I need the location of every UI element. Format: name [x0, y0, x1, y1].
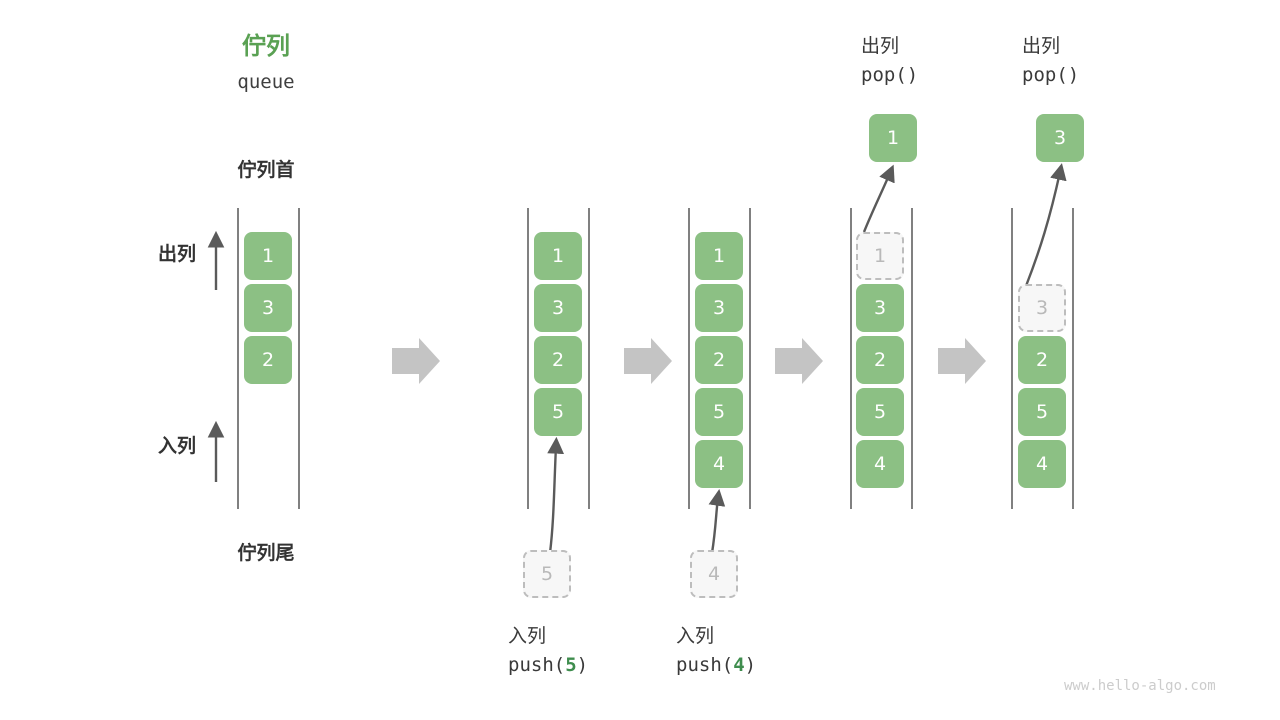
queue-cell: 2: [244, 336, 292, 384]
removed-element-ghost: 3: [1018, 284, 1066, 332]
pop-1-caption: 出列 pop(): [861, 32, 918, 91]
pop-3-caption-code: pop(): [1022, 64, 1080, 87]
queue-tail-label: 佇列尾: [237, 542, 295, 564]
queue-cell: 1: [695, 232, 743, 280]
queue-cell: 5: [534, 388, 582, 436]
queue-cell: 2: [1018, 336, 1066, 384]
queue-cell: 3: [856, 284, 904, 332]
incoming-element-ghost: 4: [690, 550, 738, 598]
push-4-caption-cn: 入列: [676, 625, 715, 647]
push-arrows: [547, 436, 726, 554]
queue-cell: 5: [1018, 388, 1066, 436]
queue-cell: 5: [695, 388, 743, 436]
pop-1-caption-code: pop(): [861, 64, 919, 87]
dequeue-direction-label: 出列: [157, 243, 196, 265]
push-4-caption: 入列 push(4): [676, 622, 756, 681]
pop-3-caption: 出列 pop(): [1022, 32, 1079, 91]
queue-cell: 4: [695, 440, 743, 488]
queue-cell: 3: [244, 284, 292, 332]
queue-cell: 1: [534, 232, 582, 280]
queue-head-label: 佇列首: [237, 159, 295, 181]
push-5-code-arg: 5: [565, 654, 577, 677]
pop-3-caption-cn: 出列: [1022, 35, 1061, 57]
pop-1-caption-cn: 出列: [861, 35, 900, 57]
push-5-caption-code: push(5): [508, 651, 588, 680]
page-title-cn: 佇列: [242, 32, 290, 60]
removed-element-ghost: 1: [856, 232, 904, 280]
push-4-caption-code: push(4): [676, 651, 756, 680]
push-5-code-suffix: ): [576, 654, 589, 677]
push-4-code-prefix: push(: [676, 654, 734, 677]
queue-cell: 2: [534, 336, 582, 384]
push-4-code-arg: 4: [733, 654, 745, 677]
page-title-en: queue: [237, 71, 295, 93]
queue-cell: 2: [695, 336, 743, 384]
popped-element: 1: [869, 114, 917, 162]
queue-cell: 3: [695, 284, 743, 332]
popped-element: 3: [1036, 114, 1084, 162]
queue-cell: 5: [856, 388, 904, 436]
queue-rails: [237, 208, 1074, 509]
queue-cell: 4: [856, 440, 904, 488]
incoming-element-ghost: 5: [523, 550, 571, 598]
push-5-caption-cn: 入列: [508, 625, 547, 647]
push-5-caption: 入列 push(5): [508, 622, 588, 681]
enqueue-direction-label: 入列: [157, 435, 196, 457]
queue-cell: 3: [534, 284, 582, 332]
queue-cell: 4: [1018, 440, 1066, 488]
queue-cell: 2: [856, 336, 904, 384]
push-4-code-suffix: ): [744, 654, 757, 677]
queue-cell: 1: [244, 232, 292, 280]
push-5-code-prefix: push(: [508, 654, 566, 677]
watermark: www.hello-algo.com: [1064, 678, 1216, 694]
